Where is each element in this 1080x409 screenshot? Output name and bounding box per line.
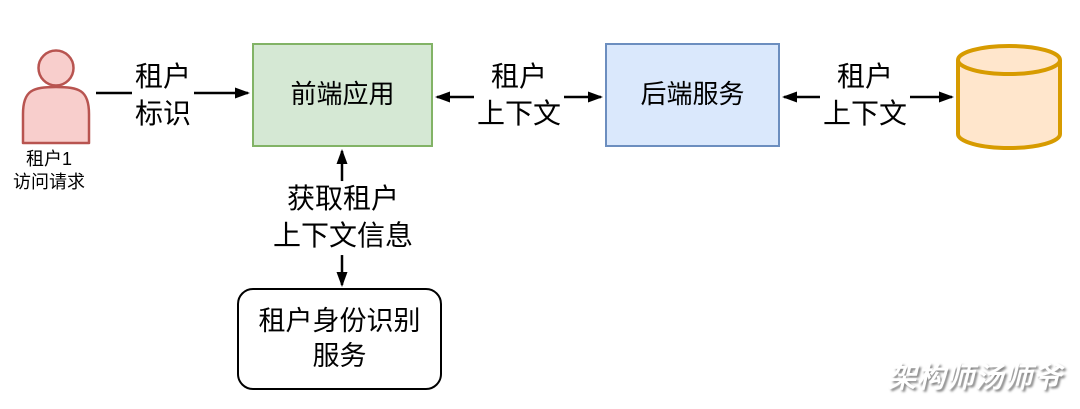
node-identity-label: 租户身份识别 服务	[259, 304, 421, 374]
edge-label-tenant-identifier: 租户 标识	[131, 59, 195, 133]
watermark-text: 架构师汤师爷	[888, 363, 1063, 394]
node-frontend-app: 前端应用	[252, 43, 433, 147]
edge-label-tenant-context-2: 租户 上下文	[819, 59, 911, 133]
node-backend-label: 后端服务	[640, 79, 745, 110]
edge1-line2: 标识	[134, 98, 192, 129]
node-identity-line2: 服务	[312, 341, 367, 371]
edge3-line2: 上下文	[822, 98, 908, 129]
edge-label-tenant-context-1: 租户 上下文	[473, 59, 565, 133]
node-tenant-identity-service: 租户身份识别 服务	[237, 288, 442, 390]
edge4-line1: 获取租户	[286, 183, 400, 215]
person-icon	[21, 49, 91, 145]
edge2-line2: 上下文	[476, 98, 562, 129]
edge-label-get-tenant-context: 获取租户 上下文信息	[269, 181, 417, 255]
node-backend-service: 后端服务	[605, 43, 780, 147]
user-caption: 租户1 访问请求	[13, 148, 85, 194]
user-caption-line2: 访问请求	[13, 172, 85, 193]
node-frontend-label: 前端应用	[290, 79, 395, 110]
node-identity-line1: 租户身份识别	[258, 305, 421, 336]
edge4-line2: 上下文信息	[272, 220, 414, 251]
edge3-line1: 租户	[836, 61, 894, 93]
database-cylinder-icon	[956, 44, 1062, 150]
user-caption-line1: 租户1	[25, 149, 72, 169]
edge2-line1: 租户	[490, 61, 548, 93]
edge1-line1: 租户	[134, 61, 192, 93]
